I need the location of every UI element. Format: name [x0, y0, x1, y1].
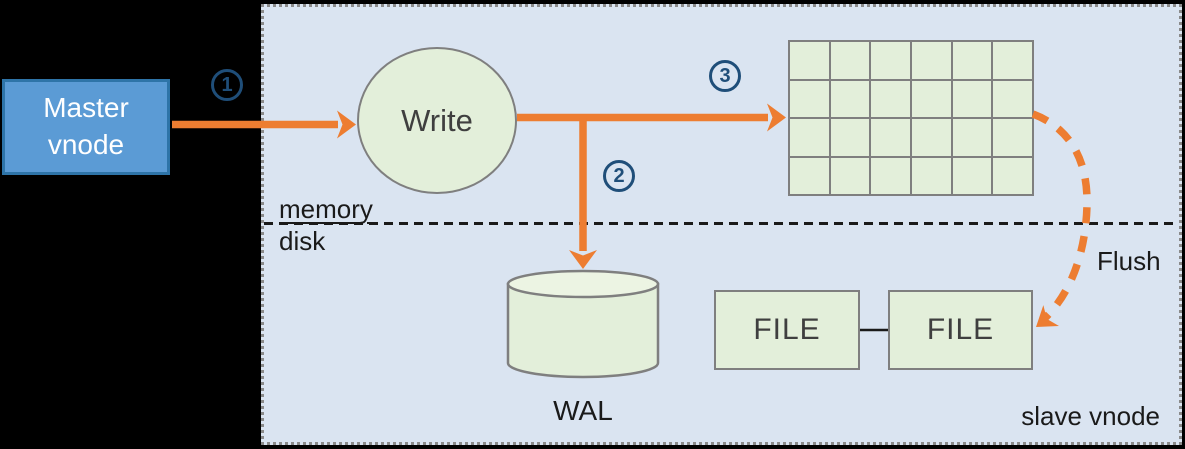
- memtable-cell: [993, 80, 1032, 117]
- slave-vnode-label: slave vnode: [1021, 401, 1160, 431]
- memtable-cell: [993, 42, 1032, 79]
- memtable-cell: [871, 119, 910, 156]
- step-2-badge: 2: [603, 160, 635, 192]
- memtable-cell: [993, 119, 1032, 156]
- memtable-cell: [912, 80, 951, 117]
- memtable-cell: [993, 157, 1032, 194]
- step-1-number: 1: [221, 73, 233, 96]
- memtable-cell: [952, 80, 992, 117]
- file-right-label: FILE: [926, 313, 995, 346]
- memory-label: memory: [279, 194, 373, 224]
- step-3-badge: 3: [709, 60, 741, 92]
- disk-label: disk: [279, 226, 326, 256]
- wal-label: WAL: [553, 395, 613, 426]
- memtable-cell: [790, 157, 829, 194]
- memtable-grid: [788, 40, 1034, 196]
- file-left-label: FILE: [753, 313, 821, 346]
- memtable-cell: [790, 42, 829, 79]
- memtable-cell: [830, 157, 870, 194]
- write-node: Write: [357, 47, 517, 194]
- memtable-cell: [790, 80, 829, 117]
- memtable-cell: [952, 119, 992, 156]
- memtable-cell: [830, 119, 870, 156]
- memtable-cell: [952, 42, 992, 79]
- memory-disk-divider: [264, 222, 1179, 225]
- memtable-cell: [912, 157, 951, 194]
- memtable-cell: [871, 80, 910, 117]
- memtable-cell: [912, 119, 951, 156]
- memtable-cell: [830, 42, 870, 79]
- memtable-cell: [871, 157, 910, 194]
- memtable-cell: [952, 157, 992, 194]
- flush-label: Flush: [1097, 246, 1161, 276]
- memtable-cell: [871, 42, 910, 79]
- step-2-number: 2: [613, 164, 625, 187]
- step-3-number: 3: [719, 64, 731, 87]
- file-node-left: FILE: [714, 290, 860, 370]
- memtable-cell: [790, 119, 829, 156]
- file-node-right: FILE: [888, 290, 1033, 370]
- memtable-cell: [912, 42, 951, 79]
- step-1-badge: 1: [211, 69, 243, 101]
- master-vnode-node: Master vnode: [2, 79, 170, 175]
- write-label: Write: [401, 102, 473, 138]
- master-vnode-label: Master vnode: [43, 92, 129, 160]
- memtable-cell: [830, 80, 870, 117]
